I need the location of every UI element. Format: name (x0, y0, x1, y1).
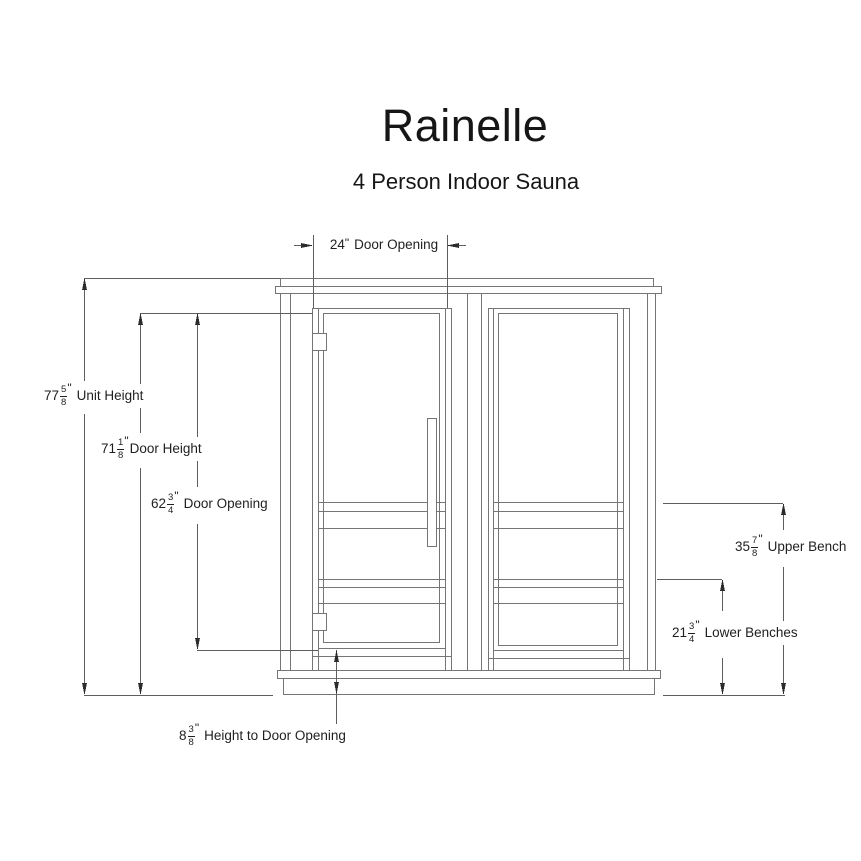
base-platform (277, 670, 661, 695)
sauna-structure (275, 278, 662, 695)
dim-upper-bench-lines (663, 503, 785, 696)
dim-door-opening-lines (197, 314, 318, 651)
dim-text: Height to Door Opening (204, 728, 346, 744)
dim-door-width-label: 24" Door Opening (323, 237, 445, 253)
fraction-denominator: 4 (168, 504, 174, 516)
fraction: 7 8 (751, 535, 759, 559)
dim-value: 62 (151, 496, 167, 512)
dim-value: 71 (101, 441, 117, 457)
fraction-denominator: 8 (61, 396, 67, 408)
roof-cap (275, 278, 662, 294)
fraction: 3 8 (187, 724, 195, 748)
dim-door-height-lines (140, 313, 313, 694)
dim-value: 24 (329, 237, 345, 252)
dim-value: 8 (179, 728, 187, 744)
inch-mark: " (174, 489, 179, 503)
inch-mark: " (194, 721, 200, 735)
dim-door-height-label: 71 1 8 " Door Height (99, 434, 204, 461)
dim-height-to-door-label: 8 3 8 " Height to Door Opening (177, 721, 348, 748)
window-frame (488, 308, 630, 671)
door-glass-border (323, 313, 440, 643)
dim-lower-benches-arrow-icons (720, 579, 725, 695)
fraction-numerator: 1 (117, 437, 125, 450)
fraction-numerator: 3 (688, 621, 696, 634)
fraction-numerator: 7 (751, 535, 759, 548)
inch-mark: " (67, 381, 72, 395)
dim-lower-benches-label: 21 3 4 " Lower Benches (670, 618, 800, 645)
dim-text: Door Height (129, 441, 202, 457)
fraction-numerator: 3 (167, 492, 175, 505)
dim-text: Unit Height (76, 388, 144, 404)
page-title: Rainelle (381, 100, 549, 151)
dim-text: Upper Bench (767, 539, 847, 555)
fraction-denominator: 8 (188, 736, 194, 748)
inch-mark: " (344, 235, 350, 250)
fraction-numerator: 3 (187, 724, 195, 737)
dim-value: 21 (672, 625, 688, 641)
inch-mark: " (695, 618, 700, 632)
upper-bench-lines (319, 502, 623, 529)
fraction-denominator: 8 (118, 449, 124, 461)
center-mullion (467, 293, 482, 671)
fraction: 3 4 (688, 621, 696, 645)
door-handle (427, 418, 437, 547)
lower-bench-lines (319, 579, 623, 604)
dimension-arrowheads (82, 243, 786, 695)
dim-door-opening-label: 62 3 4 " Door Opening (149, 489, 270, 516)
door-hinge-bottom (312, 613, 327, 631)
fraction: 5 8 (60, 384, 68, 408)
fraction-numerator: 5 (60, 384, 68, 397)
dim-text: Door Opening (354, 237, 439, 252)
left-wall-post (280, 293, 291, 671)
dim-value: 35 (735, 539, 751, 555)
inch-mark: " (124, 434, 129, 448)
dim-upper-bench-label: 35 7 8 " Upper Bench (733, 532, 849, 559)
fraction-denominator: 4 (689, 633, 695, 645)
dim-height-to-door-arrow-icons (334, 650, 339, 694)
right-wall-post (647, 293, 656, 671)
dim-unit-height-label: 77 5 8 " Unit Height (42, 381, 146, 408)
door-frame (312, 308, 452, 671)
fraction-denominator: 8 (752, 547, 758, 559)
inch-mark: " (758, 532, 763, 546)
dim-text: Lower Benches (704, 625, 798, 641)
dim-text: Door Opening (183, 496, 268, 512)
page-subtitle: 4 Person Indoor Sauna (352, 169, 580, 194)
fraction: 3 4 (167, 492, 175, 516)
fraction: 1 8 (117, 437, 125, 461)
dim-value: 77 (44, 388, 60, 404)
dim-unit-height-lines (84, 278, 280, 696)
window-glass-border (498, 313, 618, 646)
door-hinge-top (312, 333, 327, 351)
